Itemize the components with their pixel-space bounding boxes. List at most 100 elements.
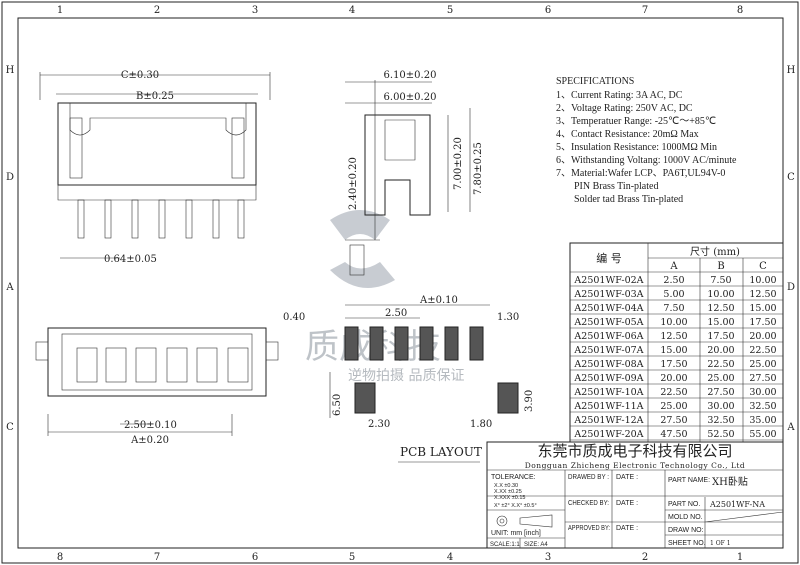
table-cell-dim: 25.00 [660, 401, 687, 412]
sheet-no-value: 1 OF 1 [710, 540, 731, 547]
table-cell-dim: 12.50 [660, 331, 687, 342]
table-col-b: B [717, 261, 724, 272]
scale-label: SCALE:1:1 [490, 542, 520, 548]
spec-item: 7、Material:Wafer LCP、PA6T,UL94V-0 [556, 168, 725, 179]
dim-pcb-w3: 1.80 [470, 419, 492, 430]
col-label: 6 [252, 552, 258, 563]
table-cell-dim: 10.00 [749, 275, 776, 286]
dim-c: C±0.30 [121, 70, 159, 81]
dim-top-pitch: 2.50±0.10 [124, 420, 177, 431]
table-cell-dim: 32.50 [749, 401, 776, 412]
checked-by-label: CHECKED BY: [568, 500, 609, 507]
company-name-en: Dongguan Zhicheng Electronic Technology … [525, 461, 745, 470]
col-label: 6 [545, 5, 551, 16]
dim-b: B±0.25 [136, 91, 174, 102]
table-cell-dim: 22.50 [707, 359, 734, 370]
tolerance-angle: X° ±2° X.X° ±0.5° [494, 503, 537, 509]
tolerance-value: X.XXX ±0.15 [494, 495, 525, 501]
mold-no-label: MOLD NO. [668, 514, 703, 521]
table-cell-dim: 25.00 [749, 359, 776, 370]
table-cell-dim: 5.00 [663, 289, 684, 300]
col-label: 3 [252, 5, 258, 16]
table-cell-dim: 7.50 [663, 303, 684, 314]
table-cell-dim: 25.00 [707, 373, 734, 384]
unit-label: UNIT: mm [inch] [491, 530, 541, 537]
col-label: 5 [349, 552, 355, 563]
table-cell-part: A2501WF-20A [573, 429, 643, 440]
table-cell-part: A2501WF-08A [573, 359, 643, 370]
watermark-subtext: 逆物拍摄 品质保证 [348, 368, 464, 384]
date-label: DATE : [616, 500, 638, 507]
part-name-label: PART NAME: [668, 477, 710, 484]
table-cell-dim: 27.50 [707, 387, 734, 398]
table-cell-dim: 17.50 [660, 359, 687, 370]
col-label: 7 [154, 552, 160, 563]
row-label: H [6, 65, 15, 76]
col-label: 7 [642, 5, 648, 16]
table-cell-dim: 47.50 [660, 429, 687, 440]
table-cell-dim: 30.00 [749, 387, 776, 398]
col-label: 1 [737, 552, 743, 563]
front-view: C±0.30 B±0.25 0.64±0.05 [39, 70, 271, 265]
table-cell-dim: 27.50 [660, 415, 687, 426]
date-label: DATE : [616, 525, 638, 532]
table-cell-dim: 55.00 [749, 429, 776, 440]
col-label: 8 [737, 5, 743, 16]
table-cell-part: A2501WF-09A [573, 373, 643, 384]
table-col-c: C [759, 261, 767, 272]
frame-labels: 1 2 3 4 5 6 7 8 8 7 6 5 4 3 2 1 H D A C … [5, 5, 795, 563]
date-label: DATE : [616, 474, 638, 481]
row-label: D [787, 282, 795, 293]
part-no-value: A2501WF-NA [709, 500, 765, 509]
table-cell-dim: 15.00 [660, 345, 687, 356]
table-cell-dim: 20.00 [707, 345, 734, 356]
row-label: A [786, 422, 795, 433]
table-cell-dim: 22.50 [660, 387, 687, 398]
side-view: 6.10±0.20 6.00±0.20 2.40±0.20 7.00±0.20 … [345, 70, 484, 276]
table-cell-dim: 52.50 [707, 429, 734, 440]
dim-side-w1: 6.10±0.20 [384, 70, 437, 81]
table-cell-part: A2501WF-10A [573, 387, 643, 398]
table-cell-dim: 22.50 [749, 345, 776, 356]
col-label: 8 [57, 552, 63, 563]
approved-by-label: APPROVED BY: [568, 525, 610, 532]
pcb-layout: A±0.10 2.50 1.30 6.50 2.30 1.80 3.90 PCB… [329, 295, 535, 463]
table-cell-dim: 17.50 [707, 331, 734, 342]
col-label: 2 [154, 5, 160, 16]
table-header-size: 尺寸 (mm) [690, 245, 740, 258]
tolerance-value: X.XX ±0.25 [494, 489, 522, 495]
table-cell-part: A2501WF-02A [573, 275, 643, 286]
dim-top-a: A±0.20 [130, 435, 169, 446]
table-cell-part: A2501WF-05A [573, 317, 643, 328]
table-cell-part: A2501WF-07A [573, 345, 643, 356]
spec-item: 3、Temperatuer Range: -25℃～+85℃ [556, 116, 716, 127]
col-label: 4 [447, 552, 453, 563]
table-cell-dim: 7.50 [710, 275, 731, 286]
dim-pcb-h: 3.90 [524, 390, 535, 412]
tolerance-label: TOLERANCE: [491, 474, 536, 481]
dim-pcb-w2: 2.30 [368, 419, 390, 430]
spec-item: 4、Contact Resistance: 20mΩ Max [556, 129, 699, 140]
part-no-label: PART NO. [668, 501, 700, 508]
specifications: SPECIFICATIONS 1、Current Rating: 3A AC, … [556, 76, 737, 205]
table-cell-part: A2501WF-04A [573, 303, 643, 314]
col-label: 1 [57, 5, 63, 16]
col-label: 2 [642, 552, 648, 563]
table-cell-dim: 20.00 [749, 331, 776, 342]
projection-symbol-icon [496, 515, 508, 527]
spec-item: PIN Brass Tin-plated [574, 181, 658, 192]
sheet-no-label: SHEET NO. [668, 540, 706, 547]
table-cell-part: A2501WF-12A [573, 415, 643, 426]
title-block: 东莞市质成电子科技有限公司 Dongguan Zhicheng Electron… [486, 441, 784, 549]
table-cell-dim: 15.00 [749, 303, 776, 314]
table-cell-part: A2501WF-03A [573, 289, 643, 300]
spec-item: 5、Insulation Resistance: 1000MΩ Min [556, 142, 717, 153]
table-cell-dim: 27.50 [749, 373, 776, 384]
specs-title: SPECIFICATIONS [556, 76, 634, 87]
row-label: A [5, 282, 14, 293]
table-cell-part: A2501WF-06A [573, 331, 643, 342]
size-label: SIZE: A4 [524, 542, 548, 548]
col-label: 3 [545, 552, 551, 563]
